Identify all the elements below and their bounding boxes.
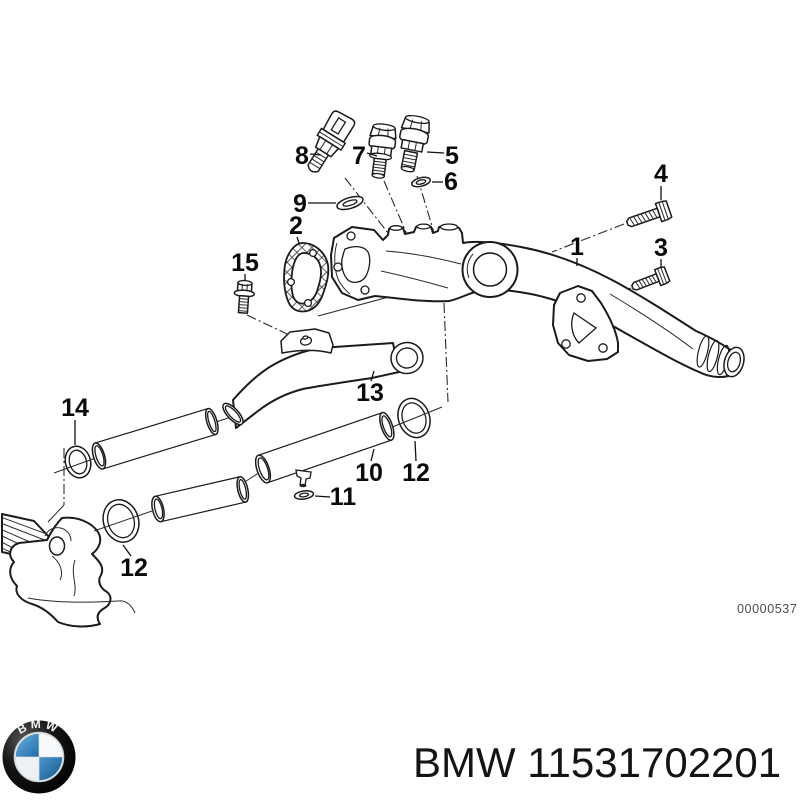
bolt-15 <box>233 279 255 314</box>
seal-ring-9 <box>336 195 364 211</box>
part-number-caption: BMW 11531702201 <box>413 739 781 786</box>
callout-10: 10 <box>355 459 383 487</box>
callout-5: 5 <box>445 142 459 170</box>
gasket-2 <box>283 242 330 313</box>
water-pipe-13 <box>222 328 424 429</box>
callout-12-right: 12 <box>402 459 430 487</box>
callout-3: 3 <box>654 234 668 262</box>
o-ring-14 <box>64 445 92 479</box>
water-pipe-10 <box>254 411 395 484</box>
bolt-3 <box>631 266 671 291</box>
bolt-4 <box>625 200 673 228</box>
callout-14: 14 <box>61 394 89 422</box>
pipe-segment-lower <box>151 475 250 523</box>
temp-sensor-8 <box>307 110 356 173</box>
callout-15: 15 <box>231 249 259 277</box>
seal-ring-6 <box>410 176 432 188</box>
callout-8: 8 <box>295 142 309 170</box>
roundel-quadrant-blue-br <box>38 756 63 781</box>
drawing-number: 00000537 <box>737 602 797 616</box>
callout-9: 9 <box>293 190 307 218</box>
roundel-quadrant-white-tr <box>38 733 63 758</box>
callout-7: 7 <box>352 142 366 170</box>
callout-4: 4 <box>654 160 668 188</box>
bmw-logo: BMW <box>2 717 76 794</box>
callout-labels: 8 7 5 6 9 2 15 4 3 1 13 14 10 12 11 12 <box>61 142 668 582</box>
roundel-quadrant-blue-tl <box>15 733 40 758</box>
callout-2: 2 <box>289 212 303 240</box>
drain-plug-11 <box>295 469 312 488</box>
roundel-quadrant-white-bl <box>15 756 40 781</box>
temp-sensor-5 <box>399 114 430 173</box>
callout-11: 11 <box>330 483 357 511</box>
ribbed-hose-end <box>696 335 745 378</box>
callout-13: 13 <box>356 379 384 407</box>
seal-washer-11 <box>293 490 315 500</box>
pipe-segment-upper <box>91 407 219 470</box>
callout-1: 1 <box>570 233 584 261</box>
temp-sensor-7 <box>368 123 397 179</box>
leader-lines <box>74 151 662 557</box>
roundel-letters: BMW <box>15 717 63 737</box>
bottom-flange <box>552 285 619 362</box>
callout-12-left: 12 <box>120 554 148 582</box>
engine-block <box>1 513 136 628</box>
callout-6: 6 <box>444 168 458 196</box>
o-ring-12-left <box>102 499 140 543</box>
pipe-assembly-1 <box>330 223 745 378</box>
